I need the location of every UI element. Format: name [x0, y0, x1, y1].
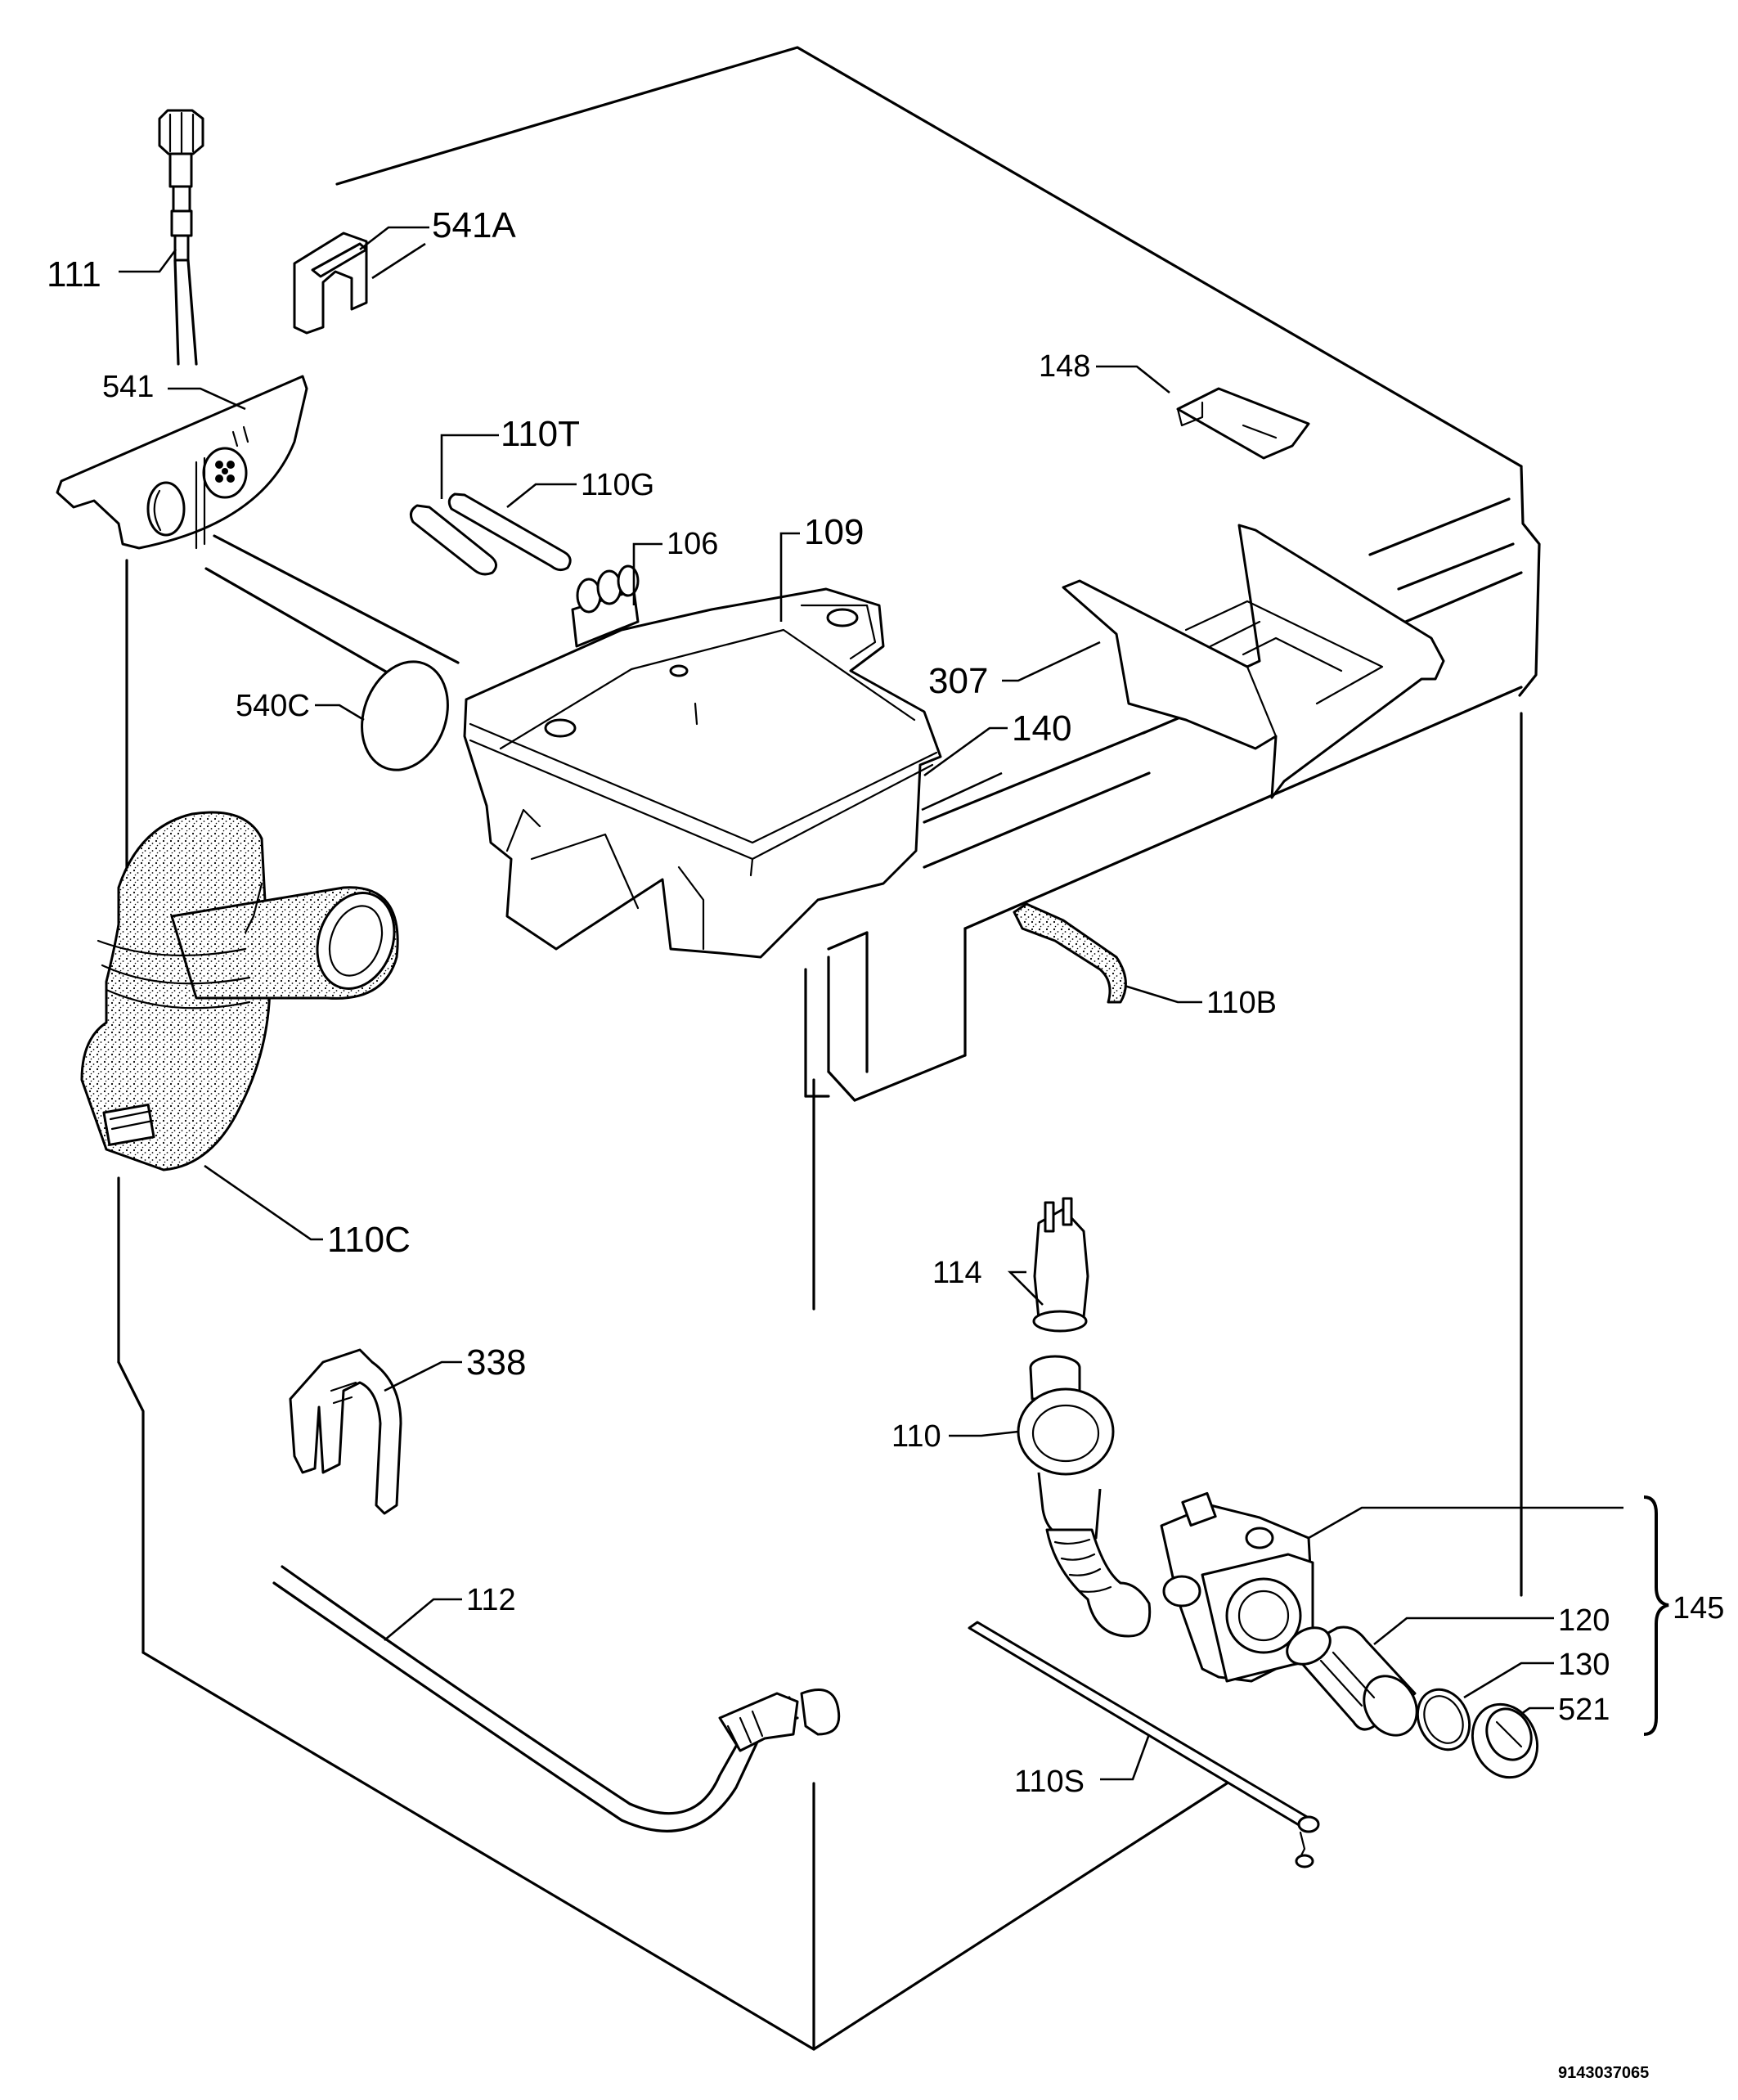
ring-540C	[361, 660, 449, 771]
label-521: 521	[1558, 1693, 1610, 1727]
ring-130	[1416, 1688, 1471, 1751]
label-140: 140	[1012, 708, 1071, 749]
tubes-110T-110G	[409, 492, 572, 576]
cabinet-outline	[117, 46, 1541, 2051]
part-labels: 111 541A 541 110T 110G 106 109 148 307 5…	[47, 205, 1724, 2082]
filter-120	[1286, 1626, 1418, 1737]
label-338: 338	[466, 1342, 526, 1383]
cap-521	[1471, 1702, 1539, 1779]
label-110B: 110B	[1206, 986, 1277, 1020]
label-130: 130	[1558, 1648, 1610, 1682]
part-148	[1176, 387, 1310, 460]
rod-110S	[968, 1621, 1320, 1868]
label-110S: 110S	[1014, 1765, 1085, 1799]
drain-sump-110	[1017, 1355, 1152, 1638]
label-111: 111	[47, 254, 101, 295]
pump-145	[1160, 1491, 1314, 1683]
drain-hose-112	[272, 1565, 841, 1832]
label-110T: 110T	[501, 414, 580, 454]
label-109: 109	[804, 512, 864, 552]
label-110: 110	[891, 1419, 941, 1454]
label-540C: 540C	[236, 689, 310, 723]
label-541: 541	[102, 370, 154, 404]
inlet-hose-111	[158, 109, 204, 366]
bellows-110C	[80, 811, 399, 1171]
valve-106	[571, 564, 640, 648]
label-541A: 541A	[432, 205, 516, 245]
label-112: 112	[466, 1583, 516, 1617]
clip-541A	[293, 232, 368, 335]
label-114: 114	[932, 1256, 982, 1290]
dispenser-housing-109-140	[463, 587, 942, 959]
bracket-541	[56, 375, 308, 550]
label-120: 120	[1558, 1603, 1610, 1638]
label-110C: 110C	[327, 1220, 411, 1260]
label-106: 106	[667, 527, 718, 561]
sensor-114	[1032, 1197, 1089, 1333]
label-307: 307	[928, 661, 988, 701]
label-145: 145	[1673, 1591, 1724, 1626]
label-148: 148	[1039, 349, 1090, 384]
hose-110B	[1013, 902, 1127, 1004]
clip-338	[289, 1348, 402, 1515]
leader-lines	[119, 226, 1669, 1781]
drawing-number: 9143037065	[1558, 2064, 1649, 2082]
drawer-307	[1062, 524, 1445, 799]
label-110G: 110G	[581, 468, 654, 502]
